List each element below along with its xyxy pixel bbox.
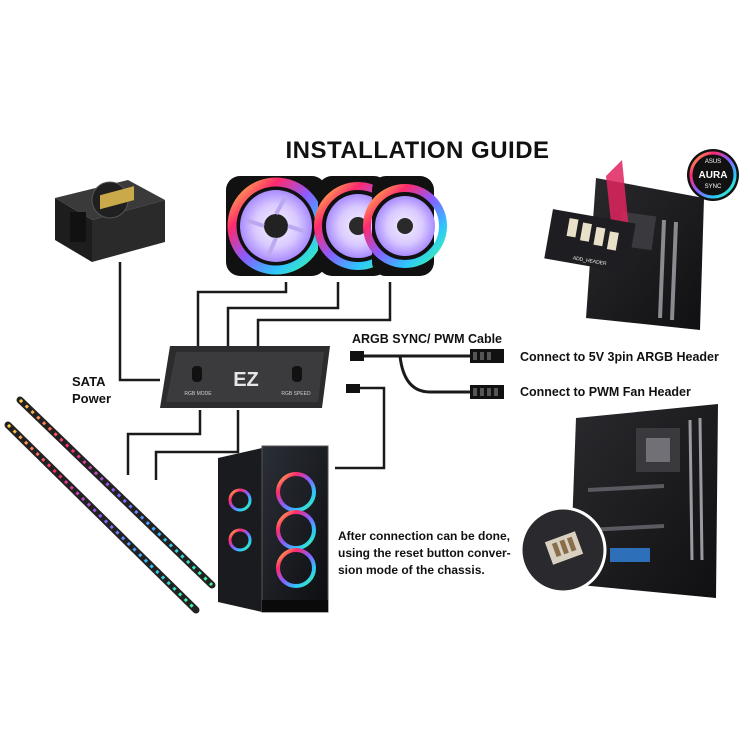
fan-1 bbox=[226, 176, 326, 276]
led-strip-2 bbox=[4, 421, 200, 614]
title-text: INSTALLATION GUIDE bbox=[285, 137, 550, 164]
add-header-label: ADD_HEADER bbox=[572, 255, 607, 267]
argb-header-label: Connect to 5V 3pin ARGB Header bbox=[520, 350, 719, 364]
page-title: INSTALLATION GUIDE bbox=[0, 137, 750, 165]
note-line3: sion mode of the chassis. bbox=[338, 563, 485, 577]
note-line2: using the reset button conver- bbox=[338, 546, 511, 560]
hub-port-right-label: RGB SPEED bbox=[281, 391, 311, 397]
sata-cable bbox=[118, 262, 160, 382]
argb-pwm-cable bbox=[335, 349, 504, 470]
aura-line2: SYNC bbox=[705, 184, 722, 190]
note-line1: After connection can be done, bbox=[338, 529, 511, 543]
sata-label-line2: Power bbox=[72, 391, 112, 406]
pc-case bbox=[218, 445, 329, 613]
hub-port-left-label: RGB MODE bbox=[184, 391, 212, 397]
fan-cables bbox=[196, 282, 392, 348]
led-strip-1 bbox=[16, 396, 216, 589]
sata-label-line1: SATA bbox=[72, 374, 106, 389]
sata-power-label: SATA Power bbox=[72, 373, 111, 407]
aura-line1: AURA bbox=[699, 170, 728, 181]
ez-controller-hub: EZ RGB MODE RGB SPEED bbox=[160, 346, 330, 408]
aura-brand: ASUS bbox=[705, 159, 721, 165]
pwm-header-label: Connect to PWM Fan Header bbox=[520, 385, 691, 399]
power-supply bbox=[55, 180, 165, 262]
connection-note: After connection can be done, using the … bbox=[338, 528, 538, 579]
fan-3 bbox=[363, 176, 447, 276]
argb-cable-label: ARGB SYNC/ PWM Cable bbox=[352, 332, 503, 346]
aura-sync-motherboard: ADD_HEADER bbox=[544, 160, 704, 330]
hub-logo: EZ bbox=[233, 369, 259, 391]
aura-sync-badge: ASUS AURA SYNC bbox=[687, 149, 739, 201]
pwm-motherboard bbox=[519, 404, 718, 598]
hub-output-cables bbox=[126, 410, 240, 480]
